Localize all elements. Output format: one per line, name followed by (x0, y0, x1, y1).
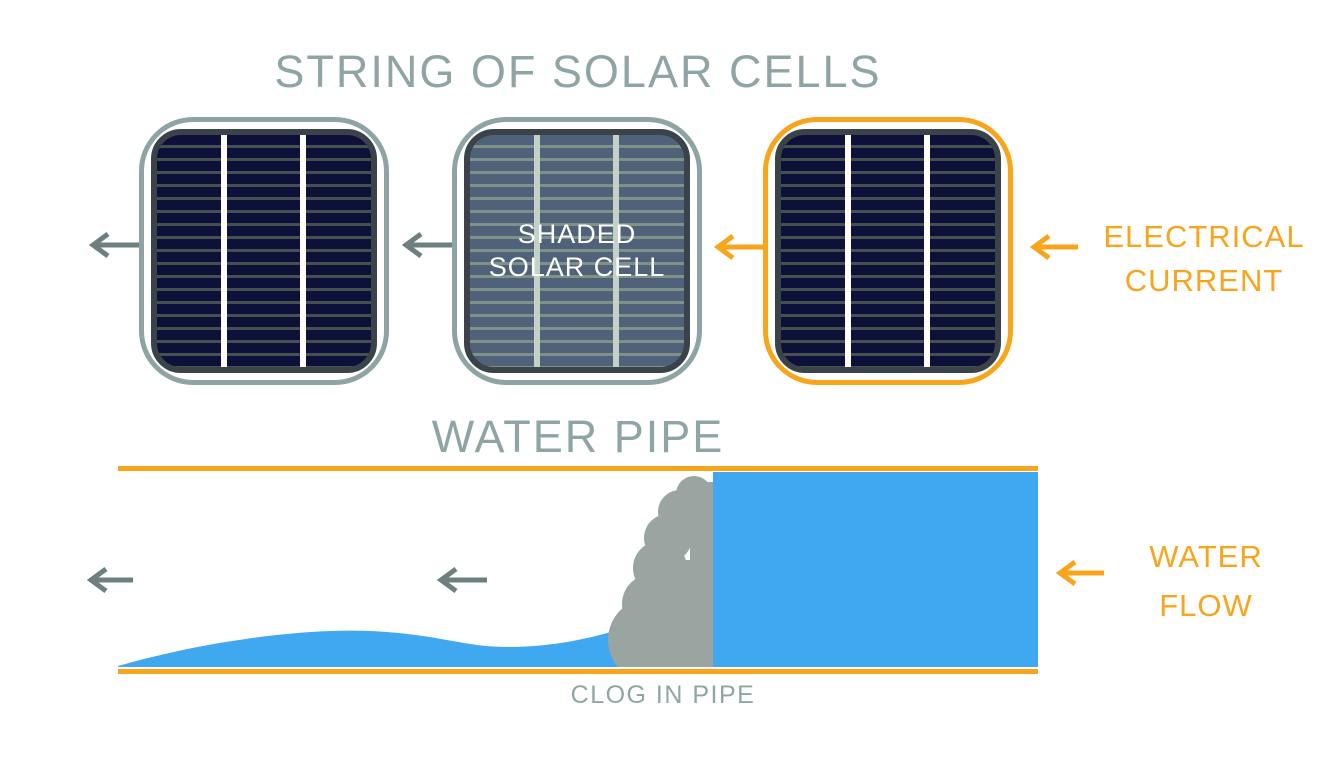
left-arrow-icon (1056, 559, 1104, 587)
solar-cell-2-shaded: SHADED SOLAR CELL (452, 117, 702, 385)
water-flow-label-line2: FLOW (1159, 588, 1253, 623)
cell-divider (845, 135, 852, 367)
cell-divider (534, 135, 541, 367)
cell-divider (924, 135, 931, 367)
left-arrow-icon (1030, 233, 1078, 261)
left-arrow-icon (87, 566, 133, 594)
cell-divider (221, 135, 228, 367)
left-arrow-icon (437, 566, 487, 594)
pipe-bottom-wall (118, 669, 1038, 674)
solar-cell-1 (139, 117, 389, 385)
shaded-cell-label-line1: SHADED (517, 219, 637, 249)
solar-cell-1-panel (151, 129, 377, 373)
electrical-current-label-line1: ELECTRICAL (1103, 219, 1305, 254)
solar-section-title: STRING OF SOLAR CELLS (274, 46, 882, 97)
clog-caption: CLOG IN PIPE (570, 681, 756, 709)
pipe-section-title: WATER PIPE (431, 411, 725, 462)
water-trickle-shape (118, 619, 718, 667)
left-arrow-icon (402, 231, 452, 259)
pipe-interior-graphic (118, 472, 1038, 667)
water-flow-label: WATER FLOW (1090, 532, 1322, 630)
solar-cell-3-panel (775, 129, 1001, 373)
cell-divider (300, 135, 307, 367)
left-arrow-icon (714, 233, 764, 261)
solar-cell-3 (763, 117, 1013, 385)
water-flow-label-line1: WATER (1149, 539, 1263, 574)
backed-up-water-shape (713, 472, 1038, 667)
shaded-cell-label-line2: SOLAR CELL (488, 252, 666, 282)
left-arrow-icon (89, 231, 139, 259)
pipe-top-wall (118, 466, 1038, 471)
solar-cell-2-panel: SHADED SOLAR CELL (464, 129, 690, 373)
electrical-current-label: ELECTRICAL CURRENT (1088, 215, 1320, 303)
shaded-cell-label: SHADED SOLAR CELL (470, 135, 684, 367)
electrical-current-label-line2: CURRENT (1124, 263, 1284, 298)
clog-shape (608, 476, 713, 667)
cell-divider (613, 135, 620, 367)
